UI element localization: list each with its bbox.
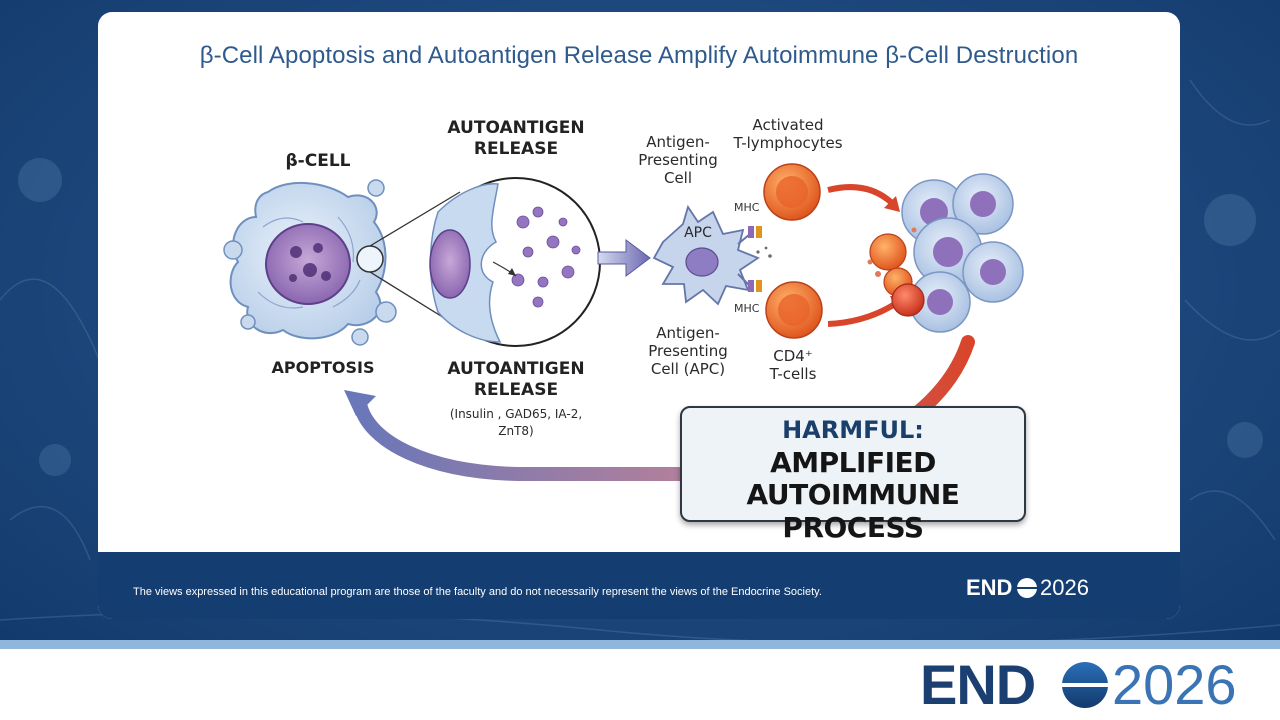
tcell-top-label-line2: T-lymphocytes [733, 134, 843, 152]
cd4-t-cell [765, 281, 823, 339]
magnified-release-view [429, 177, 601, 347]
apc-center-label: APC [684, 225, 712, 241]
disclaimer-text: The views expressed in this educational … [133, 586, 822, 598]
mhc-top-label: MHC [734, 201, 760, 214]
band-accent-line [0, 640, 1280, 649]
endo-logo-globe-icon [1062, 662, 1108, 708]
endo-logo: END 2026 [920, 650, 1270, 716]
apc-bottom-label-line1: Antigen- [656, 324, 720, 342]
autoantigen-release-bottom-line1: AUTOANTIGEN [447, 359, 585, 379]
autoantigen-release-top-line2: RELEASE [473, 139, 559, 159]
slide-footer: The views expressed in this educational … [98, 552, 1180, 619]
slide-card: β-Cell Apoptosis and Autoantigen Release… [98, 12, 1180, 619]
harmful-line2: AMPLIFIED [770, 446, 936, 479]
footer-logo-globe-icon [1017, 578, 1037, 598]
slide-title: β-Cell Apoptosis and Autoantigen Release… [199, 42, 1079, 69]
mhc-bottom-label: MHC [734, 302, 760, 315]
autoantigen-release-bottom-line2: RELEASE [473, 380, 559, 400]
beta-cell-label: β-CELL [285, 151, 351, 171]
apc-bottom-label-line3: Cell (APC) [650, 360, 726, 378]
endo-logo-year: 2026 [1112, 653, 1237, 716]
apoptosis-label: APOPTOSIS [271, 358, 375, 377]
cd4-label-line2: T-cells [769, 365, 817, 383]
footer-logo-end: END [966, 575, 1013, 600]
activated-t-cell [763, 163, 821, 221]
autoantigen-release-top-line1: AUTOANTIGEN [447, 118, 585, 138]
harmful-line3: AUTOIMMUNE PROCESS [746, 478, 960, 544]
arrow-to-apc [597, 239, 651, 277]
endo-logo-end: END [920, 653, 1036, 716]
apc-cell [652, 204, 772, 306]
tcell-top-label-line1: Activated [752, 116, 824, 134]
harmful-callout-box: HARMFUL: AMPLIFIED AUTOIMMUNE PROCESS [680, 406, 1026, 544]
apc-top-label-line3: Cell [663, 169, 693, 187]
beta-cell [223, 179, 397, 346]
target-cell-cluster [867, 173, 1024, 333]
harmful-line1: HARMFUL: [782, 416, 924, 444]
autoantigen-list-line2: ZnT8) [498, 424, 534, 438]
apc-top-label-line2: Presenting [638, 151, 718, 169]
footer-logo-year: 2026 [1040, 575, 1089, 600]
autoantigen-list-line1: (Insulin , GAD65, IA-2, [449, 407, 583, 421]
zoom-line-top [369, 191, 461, 247]
apc-bottom-label-line2: Presenting [648, 342, 728, 360]
apc-top-label-line1: Antigen- [646, 133, 710, 151]
cd4-label-line1: CD4⁺ [773, 347, 813, 365]
